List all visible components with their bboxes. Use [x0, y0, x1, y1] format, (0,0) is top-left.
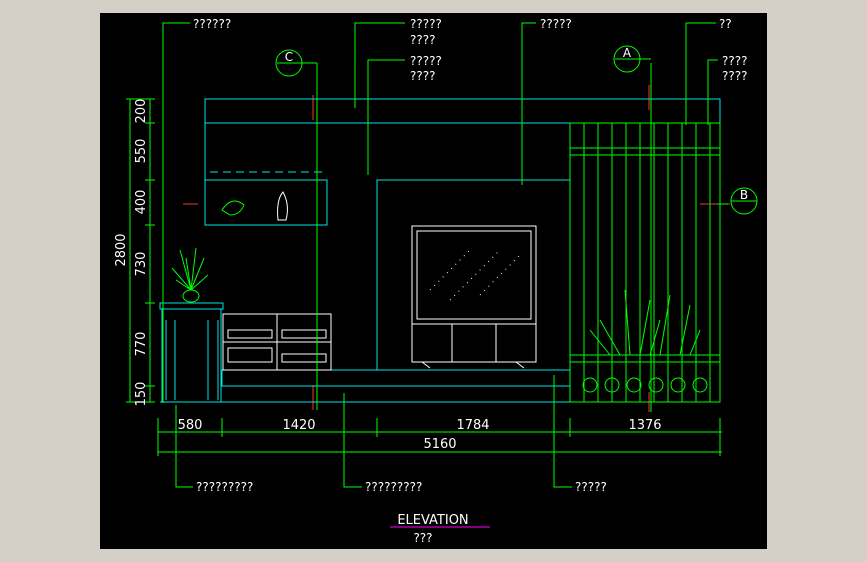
dim-150: 150 [134, 382, 149, 407]
shelf-ornaments [221, 191, 288, 221]
dim-730: 730 [134, 252, 149, 277]
section-marker-c: C [275, 49, 317, 77]
callout-top-center-c: ????? [540, 17, 572, 31]
section-lines [160, 85, 730, 412]
drawing-title: ELEVATION [397, 513, 468, 528]
dim-1420: 1420 [282, 418, 315, 433]
dim-580: 580 [178, 418, 203, 433]
elevation-drawing: C A B ?????? ????? ???? ????? ???? ?????… [114, 17, 758, 545]
media-cabinet [222, 313, 332, 371]
vertical-dimensions [126, 98, 155, 403]
callout-bottom-3: ????? [575, 480, 607, 494]
television [411, 225, 537, 369]
bamboo-screen [569, 122, 721, 403]
dim-2800: 2800 [114, 233, 129, 266]
callout-bottom-1: ????????? [196, 480, 253, 494]
section-marker-c-label: C [285, 50, 293, 64]
callout-top-right-a: ?? [719, 17, 732, 31]
drawing-subtitle: ??? [413, 531, 432, 545]
section-marker-a: A [613, 45, 651, 73]
vertical-dim-labels: 200 550 400 730 770 150 2800 [114, 99, 149, 407]
horizontal-dimensions [157, 418, 722, 456]
dim-770: 770 [134, 332, 149, 357]
dim-1376: 1376 [628, 418, 661, 433]
dim-550: 550 [134, 139, 149, 164]
callout-top-right-b-2: ???? [722, 69, 747, 83]
callout-texts: ?????? ????? ???? ????? ???? ????? ?? ??… [193, 17, 747, 494]
section-marker-a-label: A [623, 46, 632, 60]
callout-top-left: ?????? [193, 17, 231, 31]
drawing-canvas: C A B ?????? ????? ???? ????? ???? ?????… [100, 13, 767, 549]
dim-5160: 5160 [423, 437, 456, 452]
callout-top-center-b-1: ????? [410, 54, 442, 68]
callout-top-center-a-1: ????? [410, 17, 442, 31]
callout-top-center-b-2: ???? [410, 69, 435, 83]
section-marker-b: B [730, 187, 758, 215]
dim-400: 400 [134, 190, 149, 215]
horizontal-dim-labels: 580 1420 1784 1376 5160 [178, 418, 662, 452]
callout-top-right-b-1: ???? [722, 54, 747, 68]
plant-stand [159, 302, 224, 403]
dim-1784: 1784 [456, 418, 489, 433]
callout-bottom-2: ????????? [365, 480, 422, 494]
wall-outline [160, 98, 721, 403]
potted-plant [171, 247, 209, 303]
dim-200: 200 [134, 99, 149, 124]
callout-top-center-a-2: ???? [410, 33, 435, 47]
section-marker-b-label: B [740, 188, 748, 202]
